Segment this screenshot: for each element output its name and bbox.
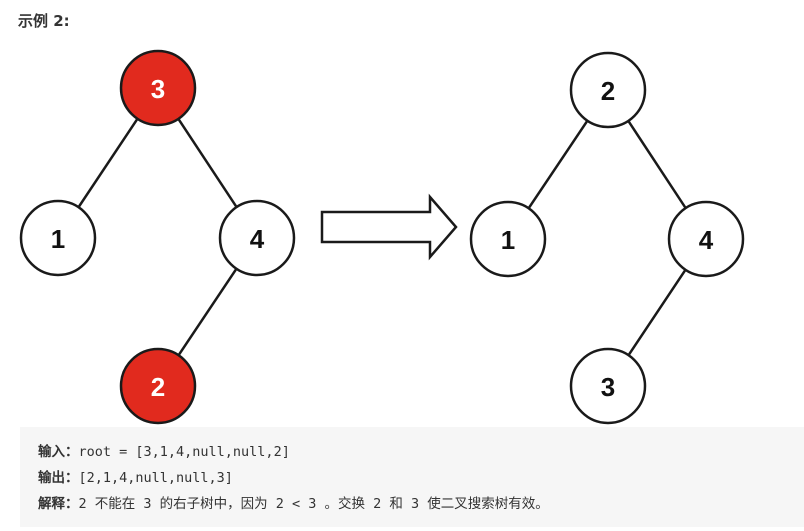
after-node-circle xyxy=(569,51,647,129)
before-node-2: 2 xyxy=(119,347,197,425)
input-label: 输入 xyxy=(38,444,65,460)
before-node-circle xyxy=(19,199,97,277)
before-node-4: 4 xyxy=(218,199,296,277)
output-value: [2,1,4,null,null,3] xyxy=(78,470,233,486)
after-node-label: 3 xyxy=(601,372,615,402)
output-separator: ： xyxy=(65,470,79,486)
example-title: 示例 2: xyxy=(18,12,70,30)
after-node-2: 2 xyxy=(569,51,647,129)
after-node-label: 1 xyxy=(501,225,515,255)
explanation-separator: ： xyxy=(65,496,79,512)
after-node-label: 2 xyxy=(601,76,615,106)
bst-swap-diagram: 3 1 4 2 2 1 4 3 xyxy=(19,49,745,425)
input-line: 输入：root = [3,1,4,null,null,2] xyxy=(38,439,804,465)
after-node-3: 3 xyxy=(569,347,647,425)
explanation-value: 2 不能在 3 的右子树中，因为 2 < 3 。交换 2 和 3 使二叉搜索树有… xyxy=(78,496,549,512)
before-node-1: 1 xyxy=(19,199,97,277)
before-node-3: 3 xyxy=(119,49,197,127)
nodes-layer: 3 1 4 2 2 1 4 3 xyxy=(19,49,745,425)
explanation-line: 解释：2 不能在 3 的右子树中，因为 2 < 3 。交换 2 和 3 使二叉搜… xyxy=(38,491,804,517)
transform-arrow xyxy=(320,193,458,261)
after-node-circle xyxy=(667,200,745,278)
after-node-4: 4 xyxy=(667,200,745,278)
input-separator: ： xyxy=(65,444,79,460)
before-node-label: 4 xyxy=(250,224,265,254)
before-node-label: 1 xyxy=(51,224,65,254)
after-node-circle xyxy=(469,200,547,278)
explanation-label: 解释 xyxy=(38,496,65,512)
after-node-1: 1 xyxy=(469,200,547,278)
after-node-circle xyxy=(569,347,647,425)
before-node-label: 2 xyxy=(151,372,165,402)
before-node-circle xyxy=(119,49,197,127)
output-label: 输出 xyxy=(38,470,65,486)
after-node-label: 4 xyxy=(699,225,714,255)
output-line: 输出：[2,1,4,null,null,3] xyxy=(38,465,804,491)
input-value: root = [3,1,4,null,null,2] xyxy=(78,444,290,460)
example-code-block: 输入：root = [3,1,4,null,null,2] 输出：[2,1,4,… xyxy=(20,427,804,527)
before-node-circle xyxy=(218,199,296,277)
before-node-label: 3 xyxy=(151,74,165,104)
before-node-circle xyxy=(119,347,197,425)
